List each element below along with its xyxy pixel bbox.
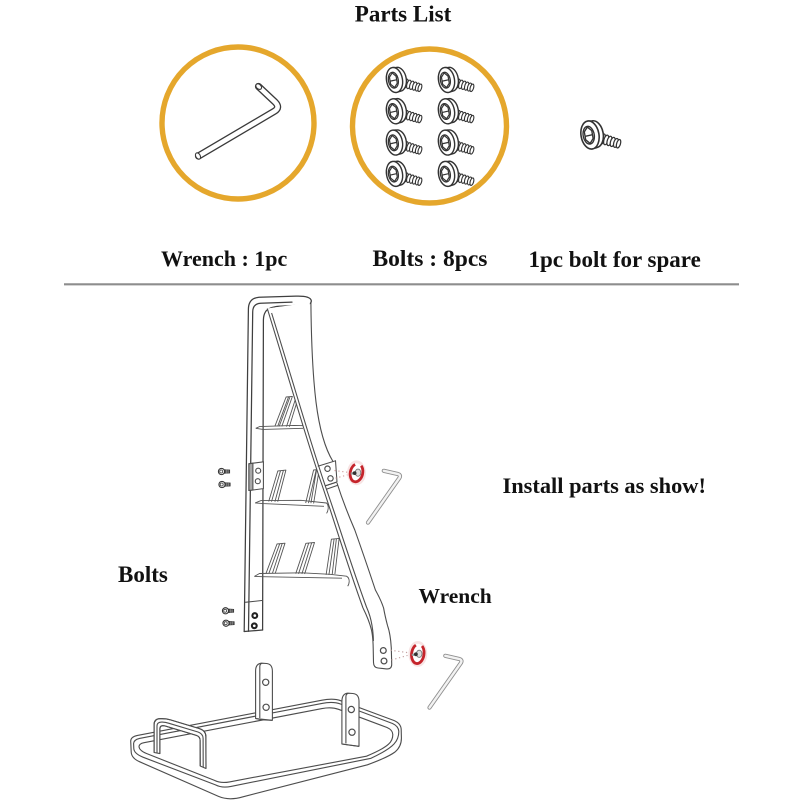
svg-text:Parts List: Parts List <box>355 2 452 27</box>
svg-text:1pc bolt for spare: 1pc bolt for spare <box>529 247 701 272</box>
svg-text:Wrench : 1pc: Wrench : 1pc <box>161 246 288 271</box>
svg-text:Wrench: Wrench <box>419 584 492 608</box>
svg-text:Bolts : 8pcs: Bolts : 8pcs <box>373 246 488 272</box>
svg-text:Bolts: Bolts <box>118 562 168 587</box>
svg-text:Install parts as show!: Install parts as show! <box>503 473 706 498</box>
